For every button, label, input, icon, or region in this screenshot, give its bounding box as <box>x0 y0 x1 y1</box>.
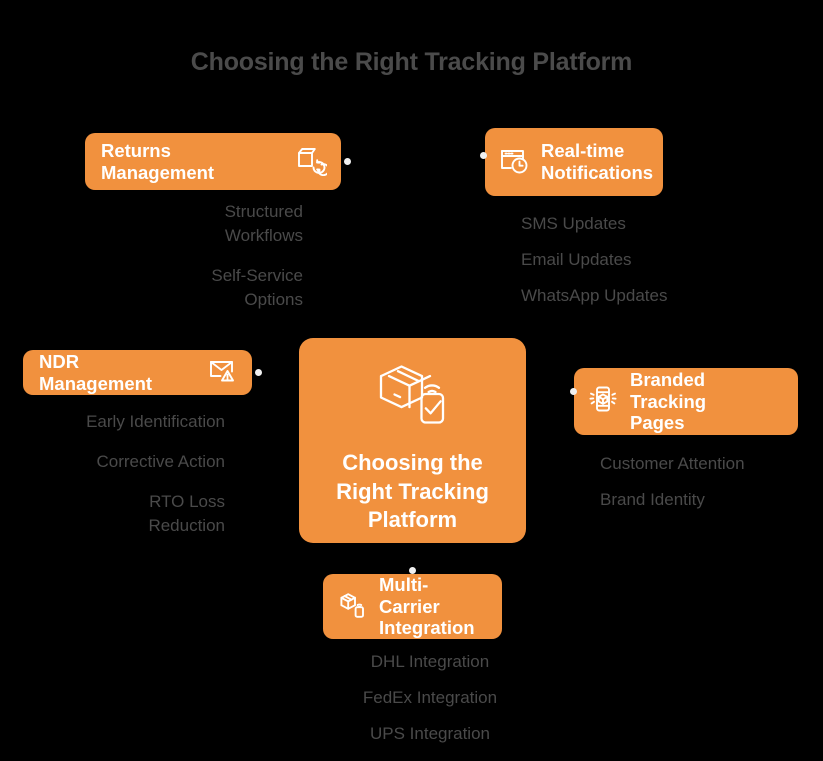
list-item: UPS Integration <box>369 724 490 744</box>
box-refresh-icon <box>293 142 330 181</box>
list-item: WhatsApp Updates <box>521 286 668 306</box>
list-item: Self-Service Options <box>211 266 303 310</box>
node-center-hub-label: Choosing the Right Tracking Platform <box>336 450 489 533</box>
connector-dot-multi-carrier-integration <box>409 567 416 574</box>
list-item: RTO Loss Reduction <box>148 492 225 536</box>
sublist-ndr-management: Early Identification Corrective Action R… <box>12 410 225 555</box>
box-phone-wifi-icon <box>336 588 368 625</box>
list-item: Corrective Action <box>96 452 226 472</box>
sublist-real-time-notifications: SMS Updates Email Updates WhatsApp Updat… <box>521 212 771 320</box>
node-multi-carrier-integration-label: Multi-Carrier Integration <box>379 573 475 639</box>
list-item: Customer Attention <box>600 454 745 473</box>
list-item: DHL Integration <box>370 652 490 671</box>
phone-box-shine-icon <box>587 383 619 420</box>
list-item: Early Identification <box>86 412 225 431</box>
sublist-branded-tracking-pages: Customer Attention Brand Identity <box>600 452 813 524</box>
list-item: FedEx Integration <box>362 688 498 708</box>
envelope-alert-icon <box>206 354 238 391</box>
node-returns-management[interactable]: Returns Management <box>85 133 341 190</box>
list-item: Brand Identity <box>600 490 705 510</box>
node-real-time-notifications[interactable]: Real-time Notifications <box>485 128 663 196</box>
list-item: Email Updates <box>521 250 632 270</box>
node-ndr-management[interactable]: NDR Management <box>23 350 252 395</box>
node-ndr-management-label: NDR Management <box>39 350 153 394</box>
window-clock-icon <box>498 144 530 181</box>
sublist-returns-management: Structured Workflows Self-Service Option… <box>113 200 303 329</box>
page-title: Choosing the Right Tracking Platform <box>190 48 633 76</box>
list-item: SMS Updates <box>521 214 626 233</box>
node-returns-management-label: Returns Management <box>101 139 215 183</box>
node-real-time-notifications-label: Real-time Notifications <box>541 140 654 183</box>
list-item: Structured Workflows <box>224 202 303 246</box>
sublist-multi-carrier-integration: DHL Integration FedEx Integration UPS In… <box>318 650 542 758</box>
connector-dot-ndr-management <box>255 369 262 376</box>
package-phone-tracking-icon <box>371 356 455 437</box>
node-multi-carrier-integration[interactable]: Multi-Carrier Integration <box>323 574 502 639</box>
connector-dot-returns-management <box>344 158 351 165</box>
connector-dot-real-time-notifications <box>480 152 487 159</box>
node-branded-tracking-pages[interactable]: Branded Tracking Pages <box>574 368 798 435</box>
connector-dot-branded-tracking-pages <box>570 388 577 395</box>
node-center-hub[interactable]: Choosing the Right Tracking Platform <box>299 338 526 543</box>
node-branded-tracking-pages-label: Branded Tracking Pages <box>630 368 707 434</box>
